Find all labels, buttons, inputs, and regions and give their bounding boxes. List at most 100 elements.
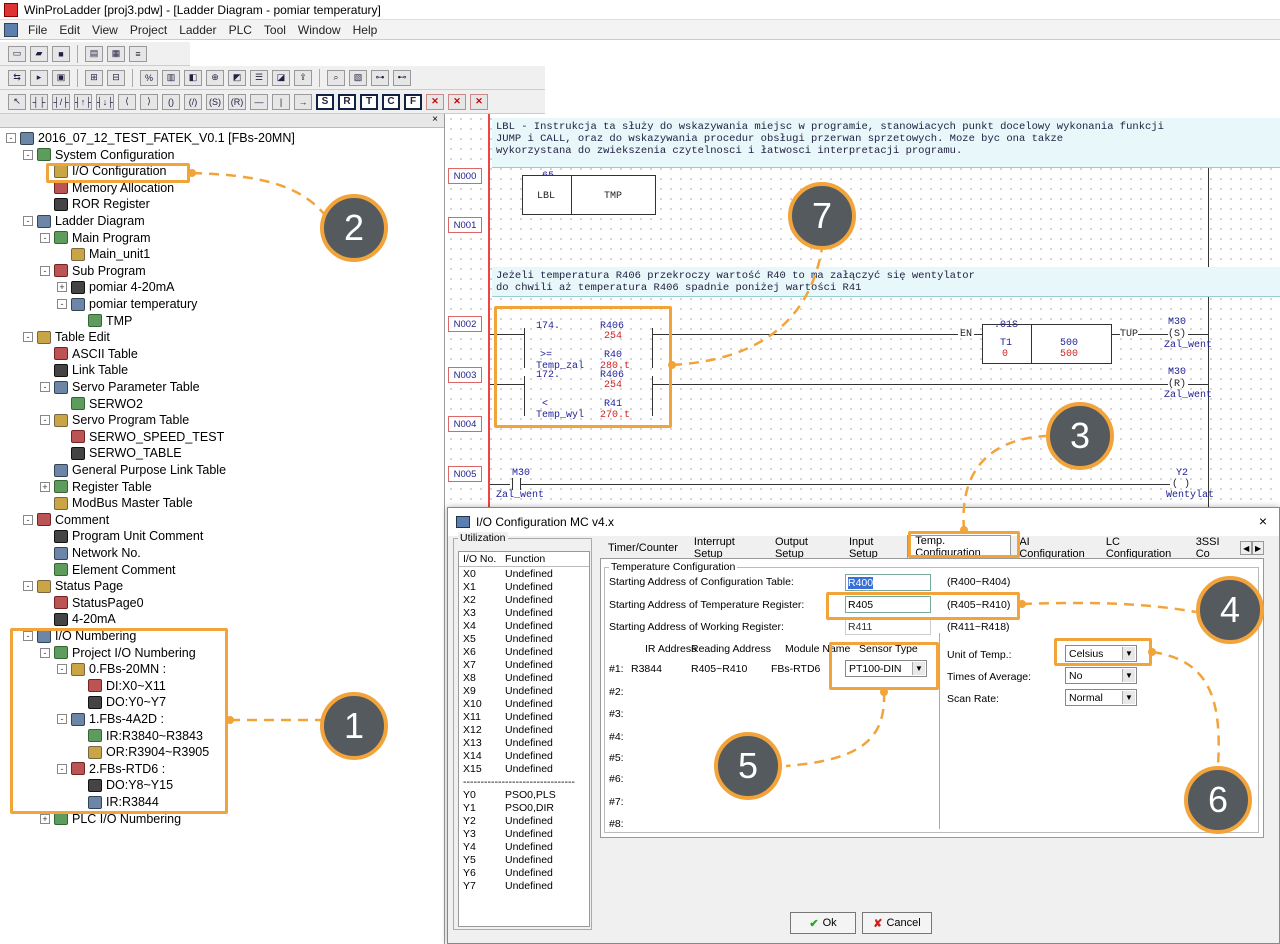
tab-output-setup[interactable]: Output Setup (774, 536, 808, 560)
contact-down-icon[interactable]: ┤↓├ (96, 93, 114, 110)
menu-file[interactable]: File (28, 22, 48, 37)
network-label[interactable]: N003 (448, 367, 482, 383)
contact-no-icon[interactable]: ┤├ (30, 93, 48, 110)
percent-icon[interactable]: % (140, 69, 158, 86)
tree-node[interactable]: Element Comment (40, 562, 176, 578)
tree-node[interactable]: OR:R3904~R3905 (74, 744, 209, 760)
tree-node[interactable]: -0.FBs-20MN : (57, 661, 166, 677)
menu-project[interactable]: Project (129, 22, 168, 37)
tree-node[interactable]: Program Unit Comment (40, 528, 203, 544)
tree-node[interactable]: SERWO2 (57, 396, 143, 412)
tree-node[interactable]: -Status Page (23, 578, 123, 594)
contact-nc-icon[interactable]: ┤/├ (52, 93, 70, 110)
print-icon[interactable]: ▤ (85, 45, 103, 62)
menu-edit[interactable]: Edit (59, 22, 81, 37)
tree-node[interactable]: ROR Register (40, 196, 150, 212)
set-coil[interactable]: (S) (1168, 329, 1187, 340)
tree-node[interactable]: +pomiar 4-20mA (57, 279, 174, 295)
tree-node[interactable]: General Purpose Link Table (40, 462, 226, 478)
tree-node[interactable]: DO:Y8~Y15 (74, 777, 173, 793)
delete-all-icon[interactable]: ✕ (470, 93, 488, 110)
timer-block[interactable] (982, 324, 1112, 364)
tree-node[interactable]: StatusPage0 (40, 595, 144, 611)
menu-window[interactable]: Window (297, 22, 341, 37)
arrow-line-icon[interactable]: → (294, 93, 312, 110)
tab-scroll-right-icon[interactable]: ▶ (1252, 541, 1265, 555)
tree-icon[interactable]: ⊶ (371, 69, 389, 86)
start-cfg-input[interactable]: R400 (845, 574, 931, 591)
online-icon[interactable]: ⇆ (8, 69, 26, 86)
menu-tool[interactable]: Tool (263, 22, 286, 37)
collapse-icon[interactable]: - (40, 382, 50, 392)
insert-icon[interactable]: ⊞ (85, 69, 103, 86)
start-temp-input[interactable]: R405 (845, 596, 931, 613)
scan-rate-select[interactable]: Normal ▼ (1065, 689, 1137, 706)
ladder-editor[interactable]: LBL - Instrukcja ta służy do wskazywania… (446, 114, 1280, 514)
expand-icon[interactable]: + (40, 813, 50, 824)
tree-node[interactable]: -Table Edit (23, 329, 110, 345)
collapse-icon[interactable]: - (23, 149, 33, 160)
tab-scroll-left-icon[interactable]: ◀ (1240, 541, 1253, 555)
tree-node[interactable]: -Sub Program (40, 263, 146, 279)
monitor-icon[interactable]: ▣ (52, 69, 70, 86)
avg-select[interactable]: No ▼ (1065, 667, 1137, 684)
search-icon[interactable]: ⌕ (327, 69, 345, 86)
collapse-icon[interactable]: - (23, 216, 33, 226)
not-coil-icon[interactable]: (/) (184, 93, 202, 110)
open-file-icon[interactable]: ▰ (30, 45, 48, 62)
sensor-type-select[interactable]: PT100-DIN ▼ (845, 660, 927, 677)
table-icon[interactable]: ▦ (107, 45, 125, 62)
tree-node[interactable]: -System Configuration (23, 147, 175, 163)
tab-ssi-configuration[interactable]: 3SSI Co (1195, 536, 1220, 560)
network-label[interactable]: N002 (448, 316, 482, 332)
t-function-icon[interactable]: T (360, 93, 378, 110)
tree-node[interactable]: SERWO_TABLE (57, 445, 182, 461)
tree-node[interactable]: -Comment (23, 512, 109, 528)
delete-branch-icon[interactable]: ✕ (448, 93, 466, 110)
close-branch-icon[interactable]: ⟩ (140, 93, 158, 110)
collapse-icon[interactable]: - (57, 664, 67, 675)
list-icon[interactable]: ☰ (250, 69, 268, 86)
cancel-button[interactable]: ✘ Cancel (862, 912, 932, 934)
tree-node[interactable]: -I/O Numbering (23, 628, 136, 644)
tree-node[interactable]: 4-20mA (40, 611, 116, 627)
tab-ai-configuration[interactable]: AI Configuration (1019, 536, 1085, 560)
force-icon[interactable]: ◩ (228, 69, 246, 86)
close-icon[interactable]: × (1258, 513, 1267, 529)
network-label[interactable]: N005 (448, 466, 482, 482)
register-icon[interactable]: ▥ (162, 69, 180, 86)
collapse-icon[interactable]: - (6, 133, 16, 143)
tree-node[interactable]: -Servo Parameter Table (40, 379, 200, 395)
collapse-icon[interactable]: - (57, 714, 67, 724)
tab-timer-counter[interactable]: Timer/Counter (608, 542, 678, 554)
new-file-icon[interactable]: ▭ (8, 45, 26, 62)
menu-view[interactable]: View (92, 22, 118, 37)
tree-node[interactable]: IR:R3840~R3843 (74, 728, 203, 744)
tree-node[interactable]: IR:R3844 (74, 794, 159, 810)
collapse-icon[interactable]: - (23, 332, 33, 343)
tree-node[interactable]: ASCII Table (40, 346, 138, 362)
collapse-icon[interactable]: - (40, 232, 50, 243)
tree-node[interactable]: ModBus Master Table (40, 495, 193, 511)
tree-node[interactable]: -Project I/O Numbering (40, 645, 196, 661)
save-icon[interactable]: ■ (52, 45, 70, 62)
tree-node[interactable]: -pomiar temperatury (57, 296, 197, 312)
delete-row-icon[interactable]: ⊟ (107, 69, 125, 86)
tab-lc-configuration[interactable]: LC Configuration (1105, 536, 1172, 560)
open-branch-icon[interactable]: ⟨ (118, 93, 136, 110)
network-icon[interactable]: ⊷ (393, 69, 411, 86)
coil-icon[interactable]: () (162, 93, 180, 110)
